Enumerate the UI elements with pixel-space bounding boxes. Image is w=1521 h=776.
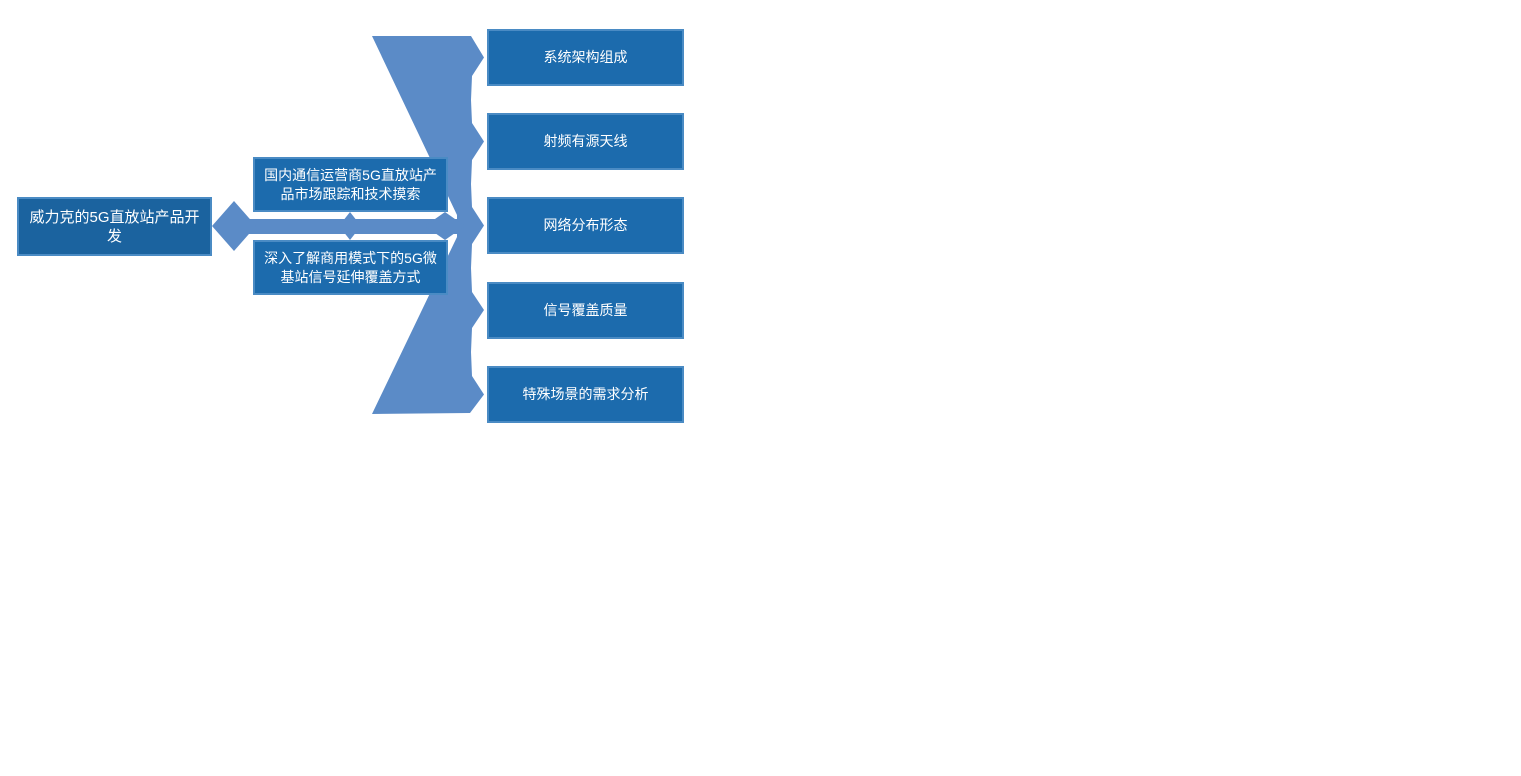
- arrowhead-connector: [425, 212, 465, 240]
- level2-node-market-tracking[interactable]: 国内通信运营商5G直放站产品市场跟踪和技术摸索: [253, 157, 448, 212]
- level2-node-coverage-mode[interactable]: 深入了解商用模式下的5G微基站信号延伸覆盖方式: [253, 240, 448, 295]
- level3-node-label: 信号覆盖质量: [543, 302, 628, 318]
- level3-node-system-architecture[interactable]: 系统架构组成: [487, 29, 684, 86]
- level3-node-label: 网络分布形态: [543, 217, 628, 233]
- level3-node-signal-coverage-quality[interactable]: 信号覆盖质量: [487, 282, 684, 339]
- root-node[interactable]: 威力克的5G直放站产品开发: [17, 197, 212, 256]
- mid-diamond-connector: [339, 212, 361, 240]
- level3-node-network-distribution[interactable]: 网络分布形态: [487, 197, 684, 254]
- root-diamond-connector: [212, 201, 256, 251]
- level3-node-label: 特殊场景的需求分析: [522, 386, 649, 402]
- level2-node-label: 国内通信运营商5G直放站产品市场跟踪和技术摸索: [264, 166, 437, 202]
- root-node-label: 威力克的5G直放站产品开发: [29, 208, 200, 245]
- funnel-connector-shape: [372, 36, 484, 414]
- level3-node-label: 射频有源天线: [543, 133, 628, 149]
- level3-node-label: 系统架构组成: [543, 49, 628, 65]
- level2-node-label: 深入了解商用模式下的5G微基站信号延伸覆盖方式: [264, 249, 437, 285]
- level3-node-rf-active-antenna[interactable]: 射频有源天线: [487, 113, 684, 170]
- level3-node-special-scenario-analysis[interactable]: 特殊场景的需求分析: [487, 366, 684, 423]
